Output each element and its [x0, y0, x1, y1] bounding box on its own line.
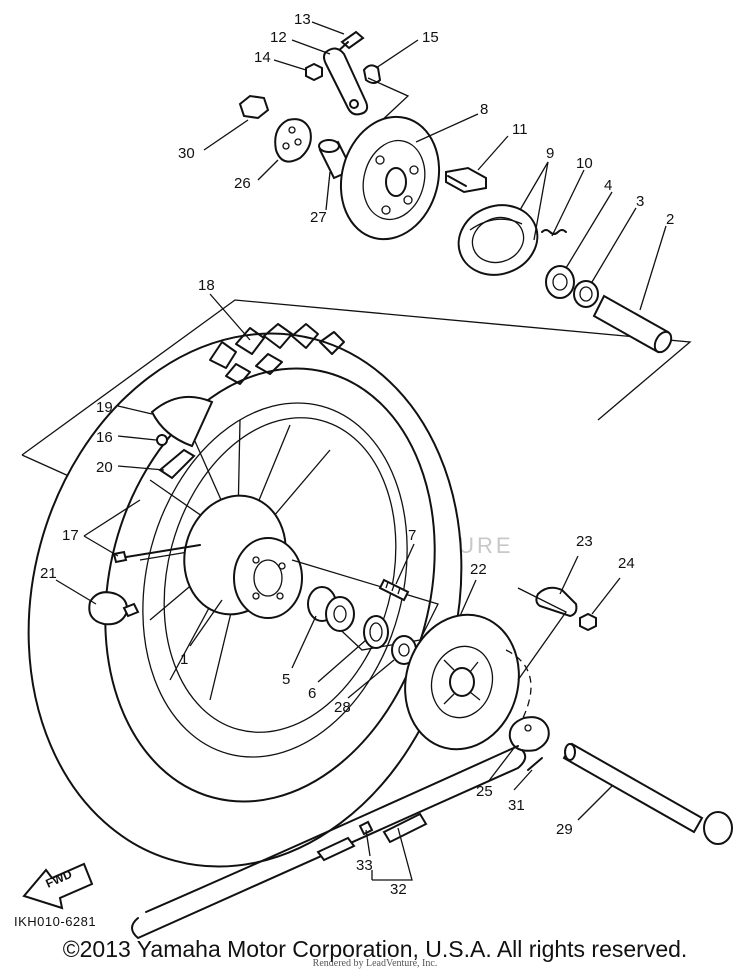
nut-16-icon: [156, 434, 168, 446]
tube-19-icon: [150, 395, 214, 448]
copyright-notice: ©2013 Yamaha Motor Corporation, U.S.A. A…: [62, 936, 688, 962]
callout-11: 11: [512, 121, 528, 138]
callout-29: 29: [556, 821, 573, 838]
callout-21: 21: [40, 565, 57, 582]
callout-16: 16: [96, 429, 113, 446]
callout-33: 33: [356, 857, 373, 874]
sprocket-22-icon: [404, 613, 520, 751]
callout-numbers: 1 2 3 4 5 6 7 8 9 10 11 12 13 14 15 16 1…: [40, 11, 674, 898]
diagram-code: IKH010-6281: [14, 914, 97, 929]
callout-5: 5: [282, 671, 290, 688]
adjuster-25-icon: [508, 716, 550, 752]
callout-22: 22: [470, 561, 487, 578]
spring-10-icon: [541, 229, 567, 235]
callout-30: 30: [178, 145, 195, 162]
camshaft-11-icon: [445, 166, 487, 194]
callout-23: 23: [576, 533, 593, 550]
callout-19: 19: [96, 399, 113, 416]
rim-protector-21-icon: [88, 591, 140, 626]
callout-10: 10: [576, 155, 593, 172]
callout-15: 15: [422, 29, 439, 46]
callout-14: 14: [254, 49, 271, 66]
callout-31: 31: [508, 797, 525, 814]
group-outline-brake: [21, 299, 692, 456]
bearing-5-icon: [307, 586, 355, 632]
callout-13: 13: [294, 11, 311, 28]
callout-8: 8: [480, 101, 488, 118]
callout-27: 27: [310, 209, 327, 226]
leader-lines: [55, 21, 667, 881]
callout-18: 18: [198, 277, 215, 294]
callout-4: 4: [604, 177, 612, 194]
puller-23-icon: [535, 586, 578, 618]
bearing-4-icon: [545, 265, 575, 299]
callout-25: 25: [476, 783, 493, 800]
brake-plate-8-icon: [339, 115, 441, 241]
callout-32: 32: [390, 881, 407, 898]
callout-7: 7: [408, 527, 416, 544]
axle-29-icon: [562, 742, 733, 845]
seal-6-icon: [363, 615, 389, 649]
callout-12: 12: [270, 29, 287, 46]
rimlock-20-icon: [158, 448, 196, 480]
nut-24-icon: [579, 612, 597, 632]
callout-24: 24: [618, 555, 635, 572]
rendered-by-notice: Rendered by LeadVenture, Inc.: [312, 958, 438, 969]
nut-30-icon: [238, 94, 270, 120]
brake-cam-lever-icon: [323, 47, 369, 116]
callout-28: 28: [334, 699, 351, 716]
brake-shoes-9-icon: [457, 204, 539, 276]
callout-1: 1: [180, 651, 188, 668]
stud-7-icon: [378, 578, 410, 602]
nut-14-icon: [305, 62, 323, 82]
fwd-arrow-icon: FWD: [22, 862, 94, 910]
spoke-17-icon: [112, 544, 201, 564]
pin-31-icon: [527, 757, 543, 771]
callout-26: 26: [234, 175, 251, 192]
callout-6: 6: [308, 685, 316, 702]
hub-1-icon: [183, 494, 303, 619]
seal-3-icon: [573, 280, 599, 308]
callout-3: 3: [636, 193, 644, 210]
rim-icon: [142, 402, 408, 758]
sprocket-26-icon: [274, 118, 312, 163]
chain-joint-32-icon: [316, 812, 428, 862]
callout-2: 2: [666, 211, 674, 228]
callout-9: 9: [546, 145, 554, 162]
callout-17: 17: [62, 527, 79, 544]
callout-20: 20: [96, 459, 113, 476]
spacer-2-icon: [592, 294, 673, 354]
